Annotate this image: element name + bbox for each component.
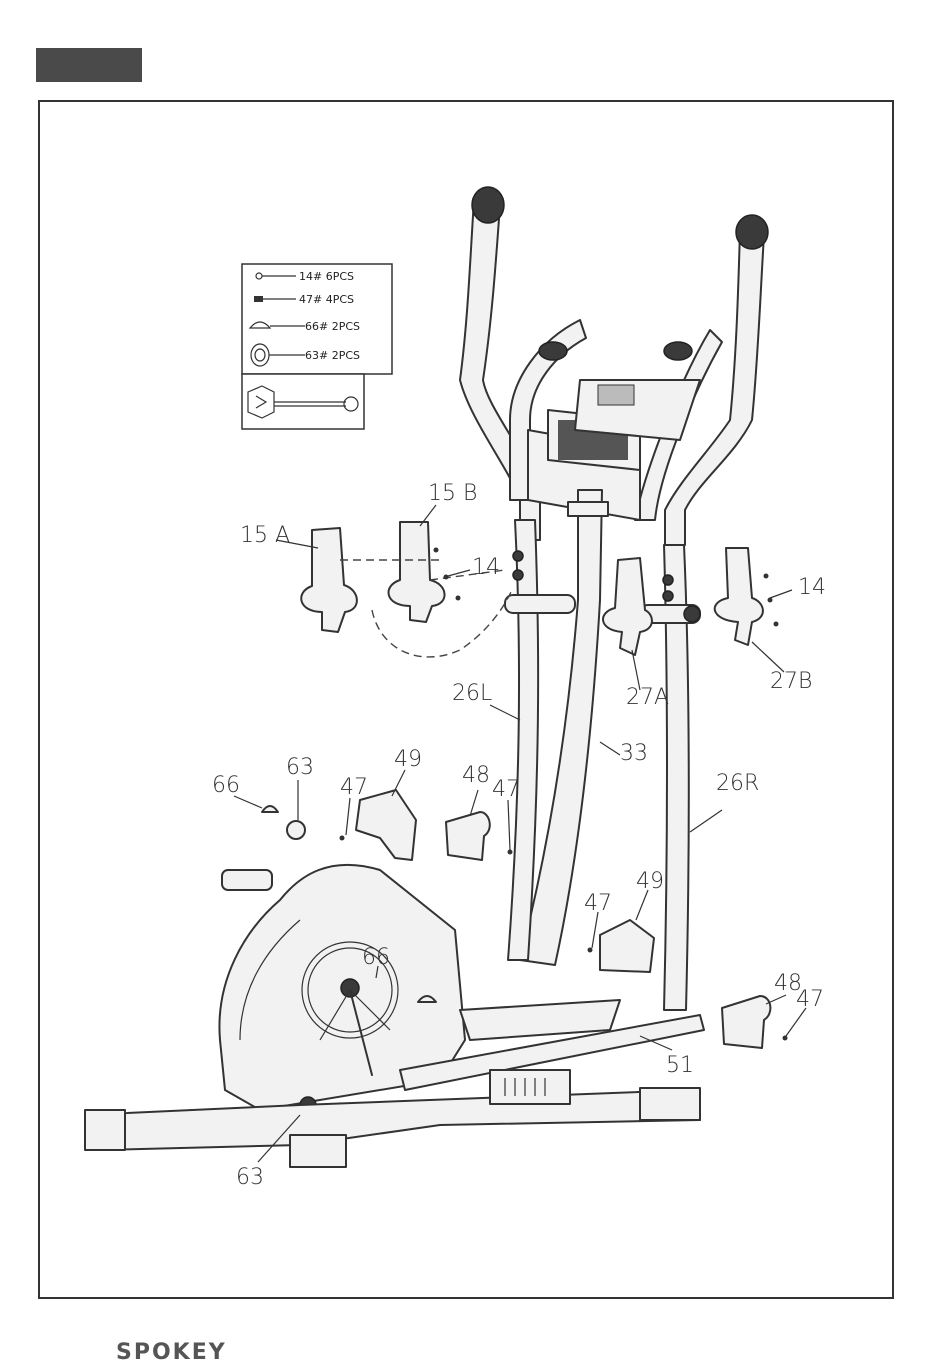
label-47-b: 47 (492, 777, 520, 802)
bracket-15A (301, 528, 357, 632)
label-66-left: 66 (212, 773, 240, 798)
label-15B: 15 B (428, 481, 477, 506)
label-49-left: 49 (394, 747, 422, 772)
label-66-right: 66 (362, 945, 390, 970)
hardware-box: 14# 6PCS 47# 4PCS 66# 2PCS 63# 2PCS (242, 264, 392, 429)
label-15A: 15 A (240, 523, 290, 548)
brand-logo: SPOKEY (116, 1340, 227, 1365)
bracket-15B (389, 522, 445, 622)
hardware-item-63: 63# 2PCS (305, 349, 360, 362)
hardware-item-47: 47# 4PCS (299, 293, 354, 306)
label-33: 33 (620, 741, 648, 766)
label-47-d: 47 (796, 987, 824, 1012)
dome-cap-66-left (262, 806, 278, 812)
label-51: 51 (666, 1053, 694, 1078)
label-26R: 26R (716, 771, 759, 796)
cover-49-left (356, 790, 416, 860)
label-63-bottom: 63 (236, 1165, 264, 1190)
cover-48-left (446, 812, 490, 860)
label-27A: 27A (626, 685, 669, 710)
label-63-top: 63 (286, 755, 314, 780)
label-47-a: 47 (340, 775, 368, 800)
bracket-27A (603, 558, 652, 655)
hardware-item-14: 14# 6PCS (299, 270, 354, 283)
label-27B: 27B (770, 669, 812, 694)
hardware-item-66: 66# 2PCS (305, 320, 360, 333)
lower-arm-26L (508, 520, 538, 960)
bracket-27B (715, 548, 763, 645)
cover-49-right (600, 920, 654, 972)
round-cap-63-left (287, 821, 305, 839)
label-14-right: 14 (798, 575, 826, 600)
cover-48-right (722, 996, 770, 1048)
label-26L: 26L (452, 681, 492, 706)
label-14-left: 14 (472, 555, 500, 580)
label-49-right: 49 (636, 869, 664, 894)
label-48-left: 48 (462, 763, 490, 788)
label-47-c: 47 (584, 891, 612, 916)
